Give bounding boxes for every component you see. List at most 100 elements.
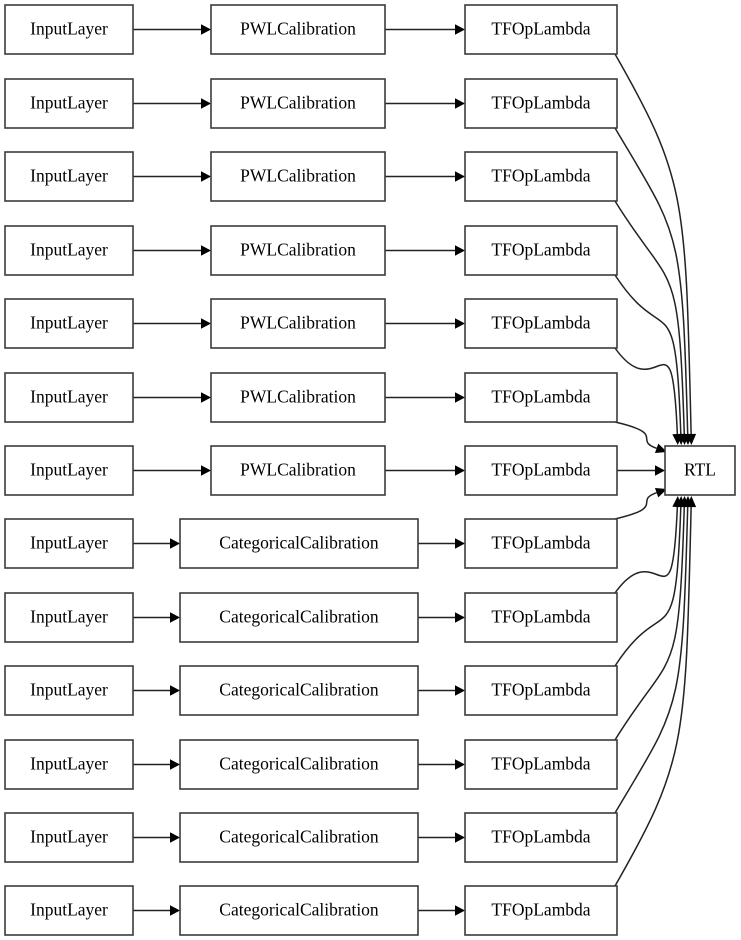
node-input-layer-8-box bbox=[4, 592, 134, 643]
node-calibration-1[interactable]: PWLCalibration bbox=[210, 78, 386, 129]
node-calibration-12-label: CategoricalCalibration bbox=[219, 900, 379, 920]
node-calibration-3[interactable]: PWLCalibration bbox=[210, 225, 386, 276]
node-calibration-10-box bbox=[179, 739, 419, 790]
node-rtl-box bbox=[664, 445, 736, 496]
node-input-layer-8-label: InputLayer bbox=[30, 607, 108, 627]
edge-calibration-to-lambda-0 bbox=[385, 24, 465, 35]
node-input-layer-1[interactable]: InputLayer bbox=[4, 78, 134, 129]
node-tfoplambda-11-label: TFOpLambda bbox=[491, 827, 590, 847]
node-input-layer-10[interactable]: InputLayer bbox=[4, 739, 134, 790]
node-calibration-0[interactable]: PWLCalibration bbox=[210, 4, 386, 55]
node-input-layer-9-label: InputLayer bbox=[30, 680, 108, 700]
node-calibration-6-box bbox=[210, 445, 386, 496]
edge-lambda-to-rtl-11 bbox=[614, 496, 693, 814]
node-input-layer-8[interactable]: InputLayer bbox=[4, 592, 134, 643]
node-calibration-1-box bbox=[210, 78, 386, 129]
node-input-layer-2[interactable]: InputLayer bbox=[4, 151, 134, 202]
edge-calibration-to-lambda-11 bbox=[418, 832, 465, 843]
node-calibration-5[interactable]: PWLCalibration bbox=[210, 372, 386, 423]
node-tfoplambda-2[interactable]: TFOpLambda bbox=[464, 151, 618, 202]
edge-calibration-to-lambda-5 bbox=[385, 392, 465, 403]
node-input-layer-4-label: InputLayer bbox=[30, 313, 108, 333]
node-input-layer-0[interactable]: InputLayer bbox=[4, 4, 134, 55]
edge-input-to-calibration-3 bbox=[133, 245, 211, 256]
edge-input-to-calibration-9 bbox=[133, 685, 180, 696]
edge-calibration-to-lambda-9 bbox=[418, 685, 465, 696]
node-input-layer-5[interactable]: InputLayer bbox=[4, 372, 134, 423]
node-calibration-10-label: CategoricalCalibration bbox=[219, 754, 379, 774]
node-input-layer-12[interactable]: InputLayer bbox=[4, 885, 134, 936]
node-tfoplambda-10[interactable]: TFOpLambda bbox=[464, 739, 618, 790]
node-tfoplambda-1[interactable]: TFOpLambda bbox=[464, 78, 618, 129]
node-calibration-4[interactable]: PWLCalibration bbox=[210, 298, 386, 349]
edge-calibration-to-lambda-2 bbox=[385, 171, 465, 182]
edge-input-to-calibration-8 bbox=[133, 612, 180, 623]
node-input-layer-6[interactable]: InputLayer bbox=[4, 445, 134, 496]
edge-input-to-calibration-1 bbox=[133, 98, 211, 109]
node-calibration-2[interactable]: PWLCalibration bbox=[210, 151, 386, 202]
node-calibration-1-label: PWLCalibration bbox=[240, 93, 356, 113]
node-input-layer-12-label: InputLayer bbox=[30, 900, 108, 920]
node-tfoplambda-3-box bbox=[464, 225, 618, 276]
node-tfoplambda-11[interactable]: TFOpLambda bbox=[464, 812, 618, 863]
node-tfoplambda-12[interactable]: TFOpLambda bbox=[464, 885, 618, 936]
node-tfoplambda-2-label: TFOpLambda bbox=[491, 166, 590, 186]
edge-calibration-to-lambda-3 bbox=[385, 245, 465, 256]
node-tfoplambda-9[interactable]: TFOpLambda bbox=[464, 665, 618, 716]
node-tfoplambda-5-box bbox=[464, 372, 618, 423]
node-input-layer-0-label: InputLayer bbox=[30, 19, 108, 39]
node-tfoplambda-2-box bbox=[464, 151, 618, 202]
node-calibration-4-label: PWLCalibration bbox=[240, 313, 356, 333]
node-input-layer-3-label: InputLayer bbox=[30, 240, 108, 260]
edge-input-to-calibration-11 bbox=[133, 832, 180, 843]
node-input-layer-9[interactable]: InputLayer bbox=[4, 665, 134, 716]
node-calibration-8[interactable]: CategoricalCalibration bbox=[179, 592, 419, 643]
node-calibration-0-label: PWLCalibration bbox=[240, 19, 356, 39]
node-calibration-2-label: PWLCalibration bbox=[240, 166, 356, 186]
node-calibration-2-box bbox=[210, 151, 386, 202]
edge-lambda-to-rtl-2 bbox=[614, 200, 690, 445]
node-tfoplambda-5[interactable]: TFOpLambda bbox=[464, 372, 618, 423]
node-input-layer-4-box bbox=[4, 298, 134, 349]
node-input-layer-7-box bbox=[4, 518, 134, 569]
node-input-layer-6-label: InputLayer bbox=[30, 460, 108, 480]
node-tfoplambda-6[interactable]: TFOpLambda bbox=[464, 445, 618, 496]
edges-layer bbox=[133, 24, 697, 916]
node-input-layer-7[interactable]: InputLayer bbox=[4, 518, 134, 569]
node-tfoplambda-10-label: TFOpLambda bbox=[491, 754, 590, 774]
node-tfoplambda-5-label: TFOpLambda bbox=[491, 387, 590, 407]
node-input-layer-5-box bbox=[4, 372, 134, 423]
node-calibration-11[interactable]: CategoricalCalibration bbox=[179, 812, 419, 863]
edge-lambda-to-rtl-4 bbox=[614, 347, 683, 445]
edge-lambda-to-rtl-5 bbox=[614, 421, 667, 454]
node-tfoplambda-6-box bbox=[464, 445, 618, 496]
node-input-layer-4[interactable]: InputLayer bbox=[4, 298, 134, 349]
node-calibration-10[interactable]: CategoricalCalibration bbox=[179, 739, 419, 790]
node-tfoplambda-9-label: TFOpLambda bbox=[491, 680, 590, 700]
edge-calibration-to-lambda-4 bbox=[385, 318, 465, 329]
edge-lambda-to-rtl-10 bbox=[614, 496, 690, 741]
node-tfoplambda-4[interactable]: TFOpLambda bbox=[464, 298, 618, 349]
node-input-layer-5-label: InputLayer bbox=[30, 387, 108, 407]
node-calibration-8-box bbox=[179, 592, 419, 643]
node-input-layer-3[interactable]: InputLayer bbox=[4, 225, 134, 276]
node-calibration-5-box bbox=[210, 372, 386, 423]
edge-input-to-calibration-4 bbox=[133, 318, 211, 329]
node-tfoplambda-1-label: TFOpLambda bbox=[491, 93, 590, 113]
node-calibration-12[interactable]: CategoricalCalibration bbox=[179, 885, 419, 936]
node-input-layer-10-box bbox=[4, 739, 134, 790]
node-calibration-6[interactable]: PWLCalibration bbox=[210, 445, 386, 496]
node-calibration-9[interactable]: CategoricalCalibration bbox=[179, 665, 419, 716]
edge-lambda-to-rtl-6 bbox=[617, 465, 665, 476]
node-tfoplambda-8[interactable]: TFOpLambda bbox=[464, 592, 618, 643]
node-tfoplambda-0[interactable]: TFOpLambda bbox=[464, 4, 618, 55]
node-calibration-7[interactable]: CategoricalCalibration bbox=[179, 518, 419, 569]
node-rtl[interactable]: RTL bbox=[664, 445, 736, 496]
node-calibration-7-box bbox=[179, 518, 419, 569]
node-tfoplambda-3[interactable]: TFOpLambda bbox=[464, 225, 618, 276]
node-input-layer-7-label: InputLayer bbox=[30, 533, 108, 553]
node-tfoplambda-7[interactable]: TFOpLambda bbox=[464, 518, 618, 569]
node-input-layer-11[interactable]: InputLayer bbox=[4, 812, 134, 863]
